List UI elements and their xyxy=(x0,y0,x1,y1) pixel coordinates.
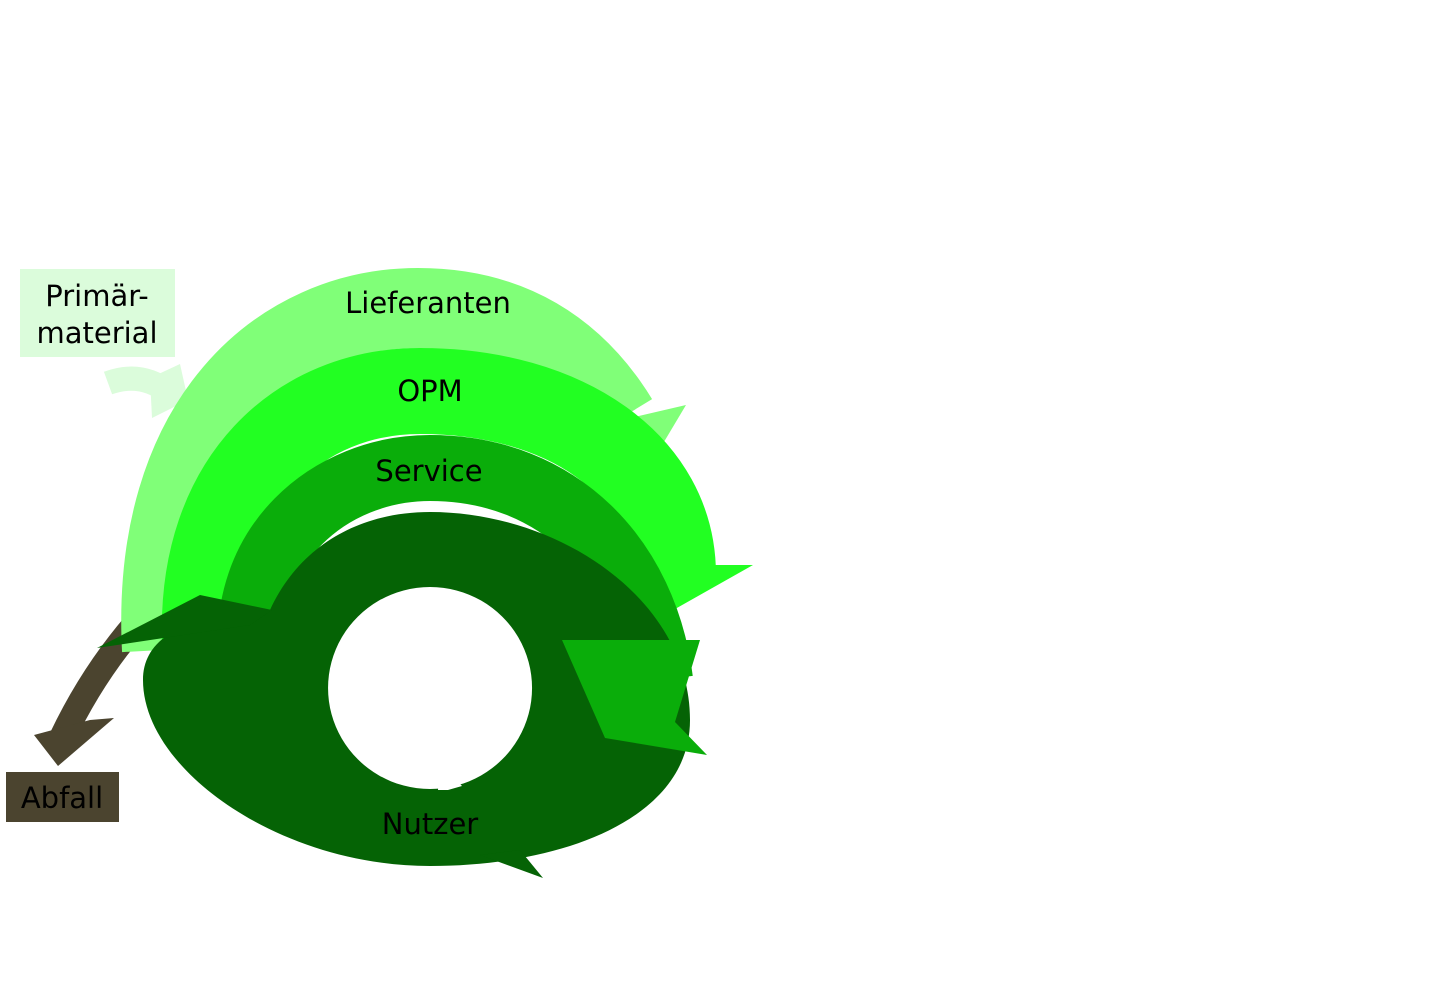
user-label: Nutzer xyxy=(382,807,479,841)
waste-label: Abfall xyxy=(21,781,103,815)
opm-label: OPM xyxy=(397,374,462,408)
service-flow-arrow xyxy=(217,434,693,685)
user-flow-ring xyxy=(97,512,690,878)
primary-material-label-line2: material xyxy=(36,316,157,350)
primary-material-label-line1: Primär- xyxy=(45,279,149,313)
primary-material-box xyxy=(20,269,175,357)
waste-arrow xyxy=(34,616,145,766)
suppliers-label: Lieferanten xyxy=(345,286,511,320)
service-label: Service xyxy=(375,454,482,488)
service-arrowhead xyxy=(562,640,707,755)
waste-box xyxy=(6,772,119,822)
